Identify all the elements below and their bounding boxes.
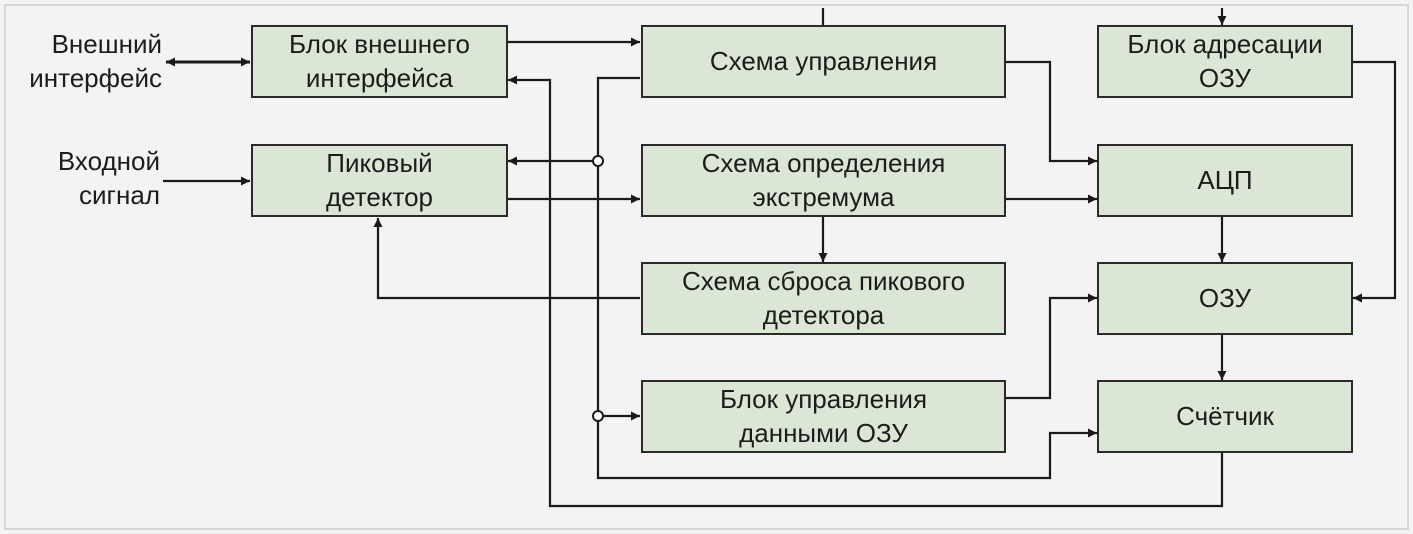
line-addressing-to-ram xyxy=(1353,60,1397,303)
ram-block: ОЗУ xyxy=(1097,262,1353,335)
junction-ramdata xyxy=(592,410,604,422)
line-counter-to-extblock xyxy=(508,75,1224,508)
peak-reset-circuit-block: Схема сброса пикового детектора xyxy=(641,262,1006,335)
line-control-bus xyxy=(596,76,1097,480)
adc-block: АЦП xyxy=(1097,144,1353,217)
ram-data-control-block: Блок управления данными ОЗУ xyxy=(641,380,1006,453)
junction-peak xyxy=(592,155,604,167)
diagram-frame xyxy=(4,4,1409,530)
line-reset-to-peak xyxy=(373,218,640,300)
external-interface-label: Внешний интерфейс xyxy=(29,29,162,93)
line-control-to-adc xyxy=(1006,60,1097,166)
peak-detector-block: Пиковый детектор xyxy=(251,144,508,217)
counter-block: Счётчик xyxy=(1097,380,1353,453)
control-circuit-block: Схема управления xyxy=(641,25,1006,98)
ram-addressing-block: Блок адресации ОЗУ xyxy=(1097,25,1353,98)
external-interface-block: Блок внешнего интерфейса xyxy=(251,25,508,98)
extremum-circuit-block: Схема определения экстремума xyxy=(641,144,1006,217)
line-ramdata-to-ram xyxy=(1006,293,1097,400)
input-signal-label: Входной сигнал xyxy=(57,146,160,210)
